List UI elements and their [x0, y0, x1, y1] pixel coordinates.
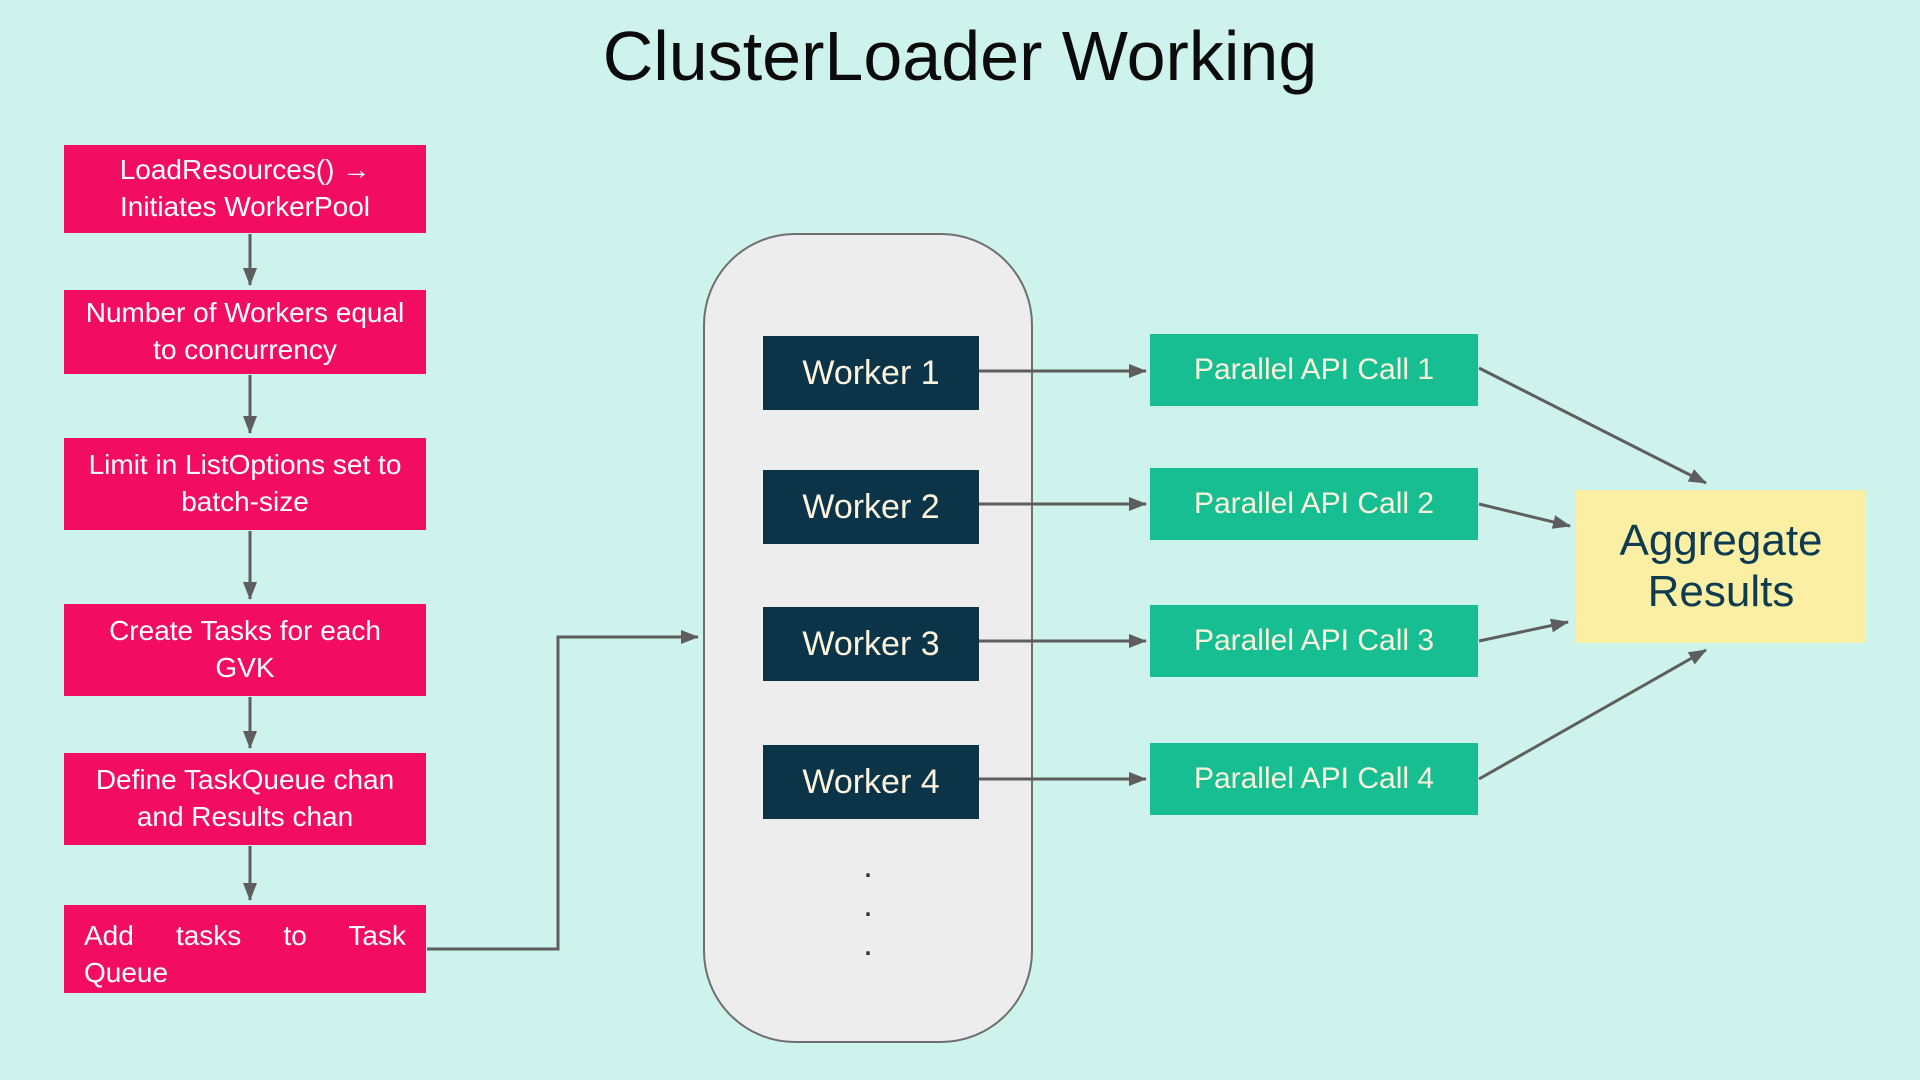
worker-4-box: Worker 4 [763, 745, 979, 819]
arrow-api1-aggregate [1478, 366, 1707, 485]
worker-2-box: Worker 2 [763, 470, 979, 544]
step-load-resources: LoadResources() → Initiates WorkerPool [64, 145, 426, 233]
worker-3-box: Worker 3 [763, 607, 979, 681]
worker-pool-container: Worker 1 Worker 2 Worker 3 Worker 4 . . … [703, 233, 1033, 1043]
parallel-api-call-2-box: Parallel API Call 2 [1150, 468, 1478, 540]
step-add-tasks-to-queue: Add tasks to Task Queue [64, 905, 426, 993]
page-title: ClusterLoader Working [602, 17, 1318, 95]
step-limit-listoptions: Limit in ListOptions set to batch-size [64, 438, 426, 530]
parallel-api-call-3-box: Parallel API Call 3 [1150, 605, 1478, 677]
parallel-api-call-4-box: Parallel API Call 4 [1150, 743, 1478, 815]
worker-1-box: Worker 1 [763, 336, 979, 410]
step-create-tasks: Create Tasks for each GVK [64, 604, 426, 696]
arrow-api4-aggregate [1478, 648, 1707, 781]
arrow-api3-aggregate [1478, 618, 1569, 643]
step-number-of-workers: Number of Workers equal to concurrency [64, 290, 426, 374]
step-add-tasks-line2: Queue [84, 956, 169, 988]
step-add-tasks-line1: Add tasks to Task [84, 920, 406, 951]
aggregate-results-box: Aggregate Results [1576, 490, 1866, 643]
arrow-queue-to-workerpool [427, 630, 699, 951]
more-workers-ellipsis: . . . [863, 847, 873, 963]
arrow-api2-aggregate [1478, 502, 1571, 529]
parallel-api-call-1-box: Parallel API Call 1 [1150, 334, 1478, 406]
step-define-channels: Define TaskQueue chan and Results chan [64, 753, 426, 845]
